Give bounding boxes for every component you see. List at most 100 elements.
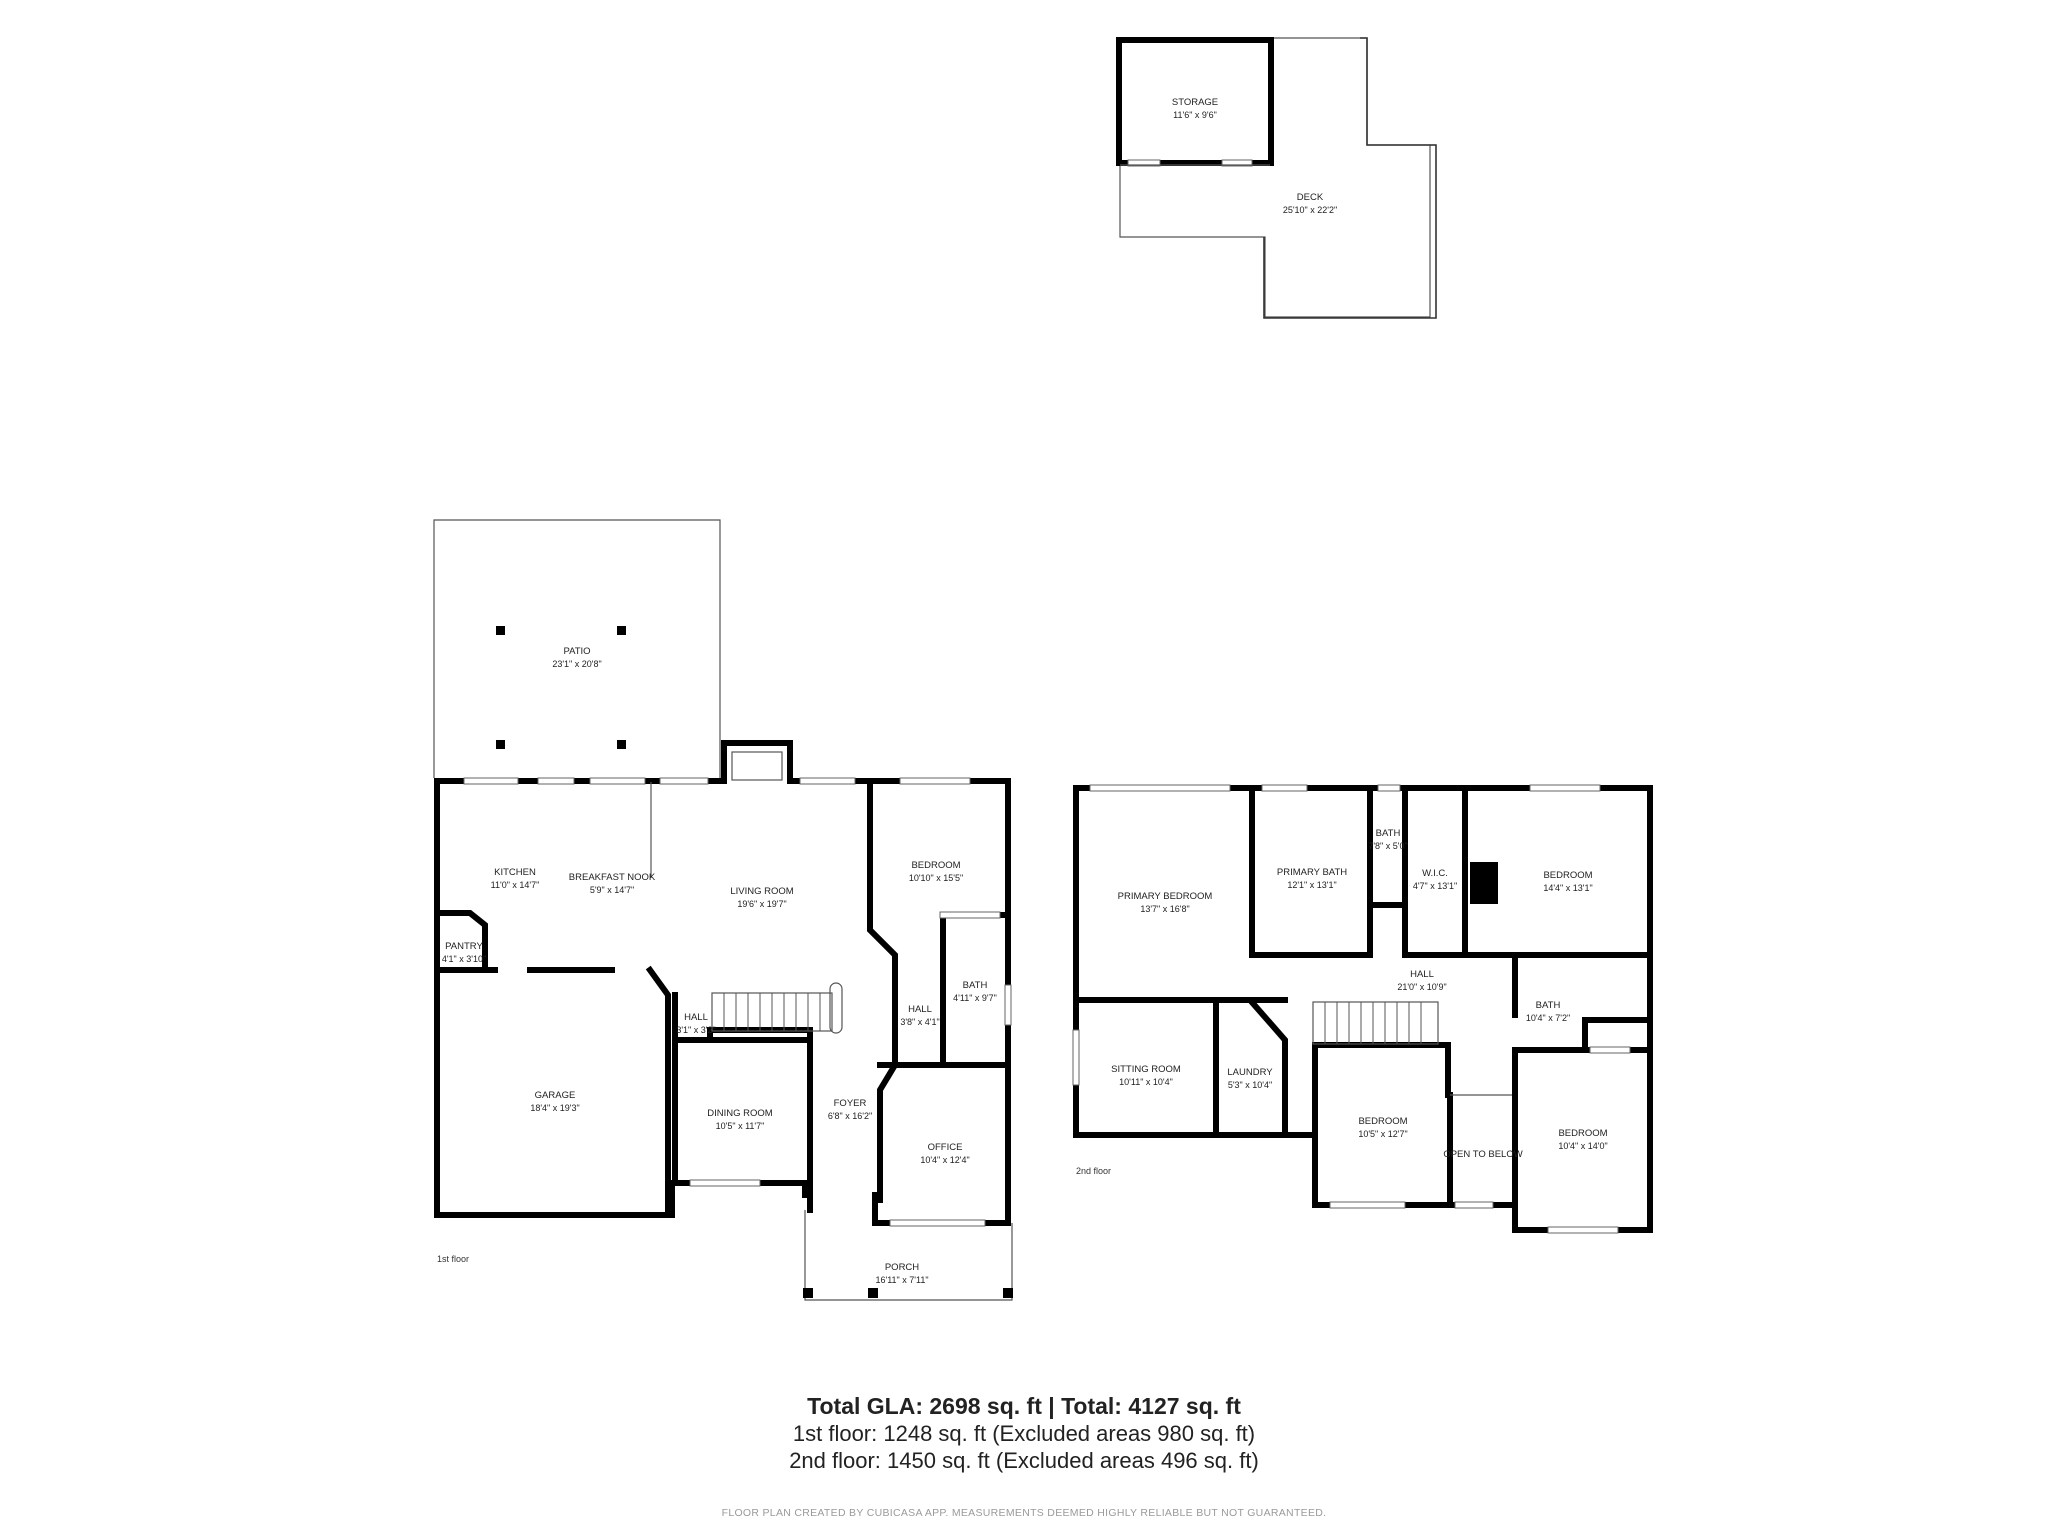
stair-outline	[1312, 1001, 1439, 1045]
second-floor-plan	[1072, 784, 1653, 1234]
laundry-east-wall	[1217, 997, 1288, 1133]
room-name-sitting-room: SITTING ROOM	[1111, 1064, 1181, 1075]
window	[1377, 784, 1401, 792]
room-dim-primary-bath: 12'1" x 13'1"	[1287, 880, 1336, 890]
room-dim-wic: 4'7" x 13'1"	[1413, 881, 1457, 891]
room-name-laundry: LAUNDRY	[1227, 1067, 1273, 1078]
patio-post	[617, 626, 626, 635]
window	[689, 1179, 761, 1187]
room-dim-hall-1f-small: 3'8" x 4'1"	[900, 1017, 939, 1027]
room-dim-office: 10'4" x 12'4"	[920, 1155, 969, 1165]
room-dim-bedroom-2f-se: 10'4" x 14'0"	[1558, 1141, 1607, 1151]
room-name-hall-1f-small: HALL	[908, 1004, 932, 1015]
room-name-bedroom-2f-mid: BEDROOM	[1358, 1116, 1407, 1127]
bedroom-se-walls	[1512, 1047, 1653, 1233]
window	[1547, 1226, 1619, 1234]
window	[1261, 784, 1308, 792]
room-name-open-to-below: OPEN TO BELOW	[1443, 1149, 1522, 1160]
porch-post	[1003, 1288, 1013, 1298]
room-name-kitchen: KITCHEN	[494, 867, 536, 878]
room-name-primary-bath: PRIMARY BATH	[1277, 867, 1347, 878]
stairs-second-floor	[1312, 1001, 1439, 1045]
patio-post	[496, 626, 505, 635]
garage-step	[665, 1092, 671, 1106]
room-dim-dining-room: 10'5" x 11'7"	[716, 1121, 765, 1131]
window	[799, 777, 856, 785]
dining-walls	[672, 992, 813, 1213]
patio-outline	[433, 519, 721, 778]
stairs-first-floor	[711, 982, 843, 1034]
room-dim-kitchen: 11'0" x 14'7"	[491, 880, 540, 890]
room-dim-living-room: 19'6" x 19'7"	[737, 899, 786, 909]
window	[1529, 784, 1601, 792]
second-floor-area: 2nd floor: 1450 sq. ft (Excluded areas 4…	[789, 1448, 1259, 1473]
window	[1004, 984, 1012, 1026]
stair-landing	[829, 982, 843, 1034]
room-name-living-room: LIVING ROOM	[730, 886, 793, 897]
room-dim-foyer: 6'8" x 16'2"	[828, 1111, 872, 1121]
second-floor-exterior-wall	[1073, 785, 1653, 1233]
room-name-hall-1f-stair: HALL	[684, 1012, 708, 1023]
room-name-dining-room: DINING ROOM	[707, 1108, 773, 1119]
room-name-bath-1f: BATH	[963, 980, 988, 991]
garage-east-wall	[645, 965, 671, 1218]
room-name-foyer: FOYER	[834, 1098, 867, 1109]
room-dim-garage: 18'4" x 19'3"	[530, 1103, 579, 1113]
room-dim-bedroom-2f-mid: 10'5" x 12'7"	[1358, 1129, 1407, 1139]
bedroom-west-wall	[867, 778, 898, 983]
storage-deck-plan	[1116, 37, 1437, 319]
window	[1072, 1029, 1080, 1086]
window	[939, 911, 1001, 919]
patio-plan	[433, 519, 721, 778]
room-name-storage: STORAGE	[1172, 97, 1218, 108]
window	[537, 777, 575, 785]
patio-post	[617, 740, 626, 749]
bath-closet-wall	[1582, 1017, 1653, 1053]
room-dim-laundry: 5'3" x 10'4"	[1228, 1080, 1272, 1090]
room-dim-bedroom-1f: 10'10" x 15'5"	[909, 873, 963, 883]
porch-post	[868, 1288, 878, 1298]
window	[1089, 784, 1231, 792]
room-dim-sitting-room: 10'11" x 10'4"	[1119, 1077, 1173, 1087]
room-name-primary-bedroom: PRIMARY BEDROOM	[1118, 891, 1213, 902]
window	[1329, 1201, 1406, 1209]
first-floor-area: 1st floor: 1248 sq. ft (Excluded areas 9…	[792, 1421, 1256, 1446]
room-name-bedroom-2f-ne: BEDROOM	[1543, 870, 1592, 881]
room-name-breakfast-nook: BREAKFAST NOOK	[569, 872, 656, 883]
room-dim-primary-bedroom: 13'7" x 16'8"	[1140, 904, 1189, 914]
chimney	[1470, 862, 1498, 904]
room-name-bath-2f-small: BATH	[1376, 828, 1401, 839]
first-floor-plan	[434, 740, 1013, 1301]
window	[1589, 1046, 1631, 1054]
room-dim-bedroom-2f-ne: 14'4" x 13'1"	[1543, 883, 1592, 893]
porch-outline	[804, 1210, 1013, 1301]
room-dim-bath-1f: 4'11" x 9'7"	[953, 993, 997, 1003]
window	[463, 777, 519, 785]
window	[589, 777, 646, 785]
floor-label-second: 2nd floor	[1076, 1166, 1111, 1176]
garage-dining-south-wall	[434, 1180, 808, 1218]
room-dim-bath-2f: 10'4" x 7'2"	[1526, 1013, 1570, 1023]
room-dim-bath-2f-small: 7'8" x 5'0"	[1368, 841, 1407, 851]
porch-post	[803, 1288, 813, 1298]
room-name-office: OFFICE	[928, 1142, 963, 1153]
deck-railing	[1263, 37, 1437, 319]
area-summary: Total GLA: 2698 sq. ft | Total: 4127 sq.…	[0, 1392, 2048, 1474]
room-dim-deck: 25'10" x 22'2"	[1283, 205, 1337, 215]
room-dim-pantry: 4'1" x 3'10"	[442, 954, 486, 964]
room-labels: STORAGE 11'6" x 9'6" DECK 25'10" x 22'2"…	[437, 97, 1608, 1285]
first-floor-exterior-wall	[434, 740, 1011, 1218]
office-west-wall	[877, 1060, 900, 1203]
room-name-bedroom-2f-se: BEDROOM	[1558, 1128, 1607, 1139]
room-dim-porch: 16'11" x 7'11"	[875, 1275, 928, 1285]
window	[889, 1219, 986, 1227]
room-name-porch: PORCH	[885, 1262, 919, 1273]
room-name-pantry: PANTRY	[445, 941, 483, 952]
storage-window	[1221, 159, 1253, 167]
bath-wic-wall	[1367, 902, 1468, 958]
patio-post	[496, 740, 505, 749]
bedroom-mid-walls	[1312, 1042, 1451, 1138]
room-name-bath-2f: BATH	[1536, 1000, 1561, 1011]
room-dim-hall-2f: 21'0" x 10'9"	[1397, 982, 1446, 992]
